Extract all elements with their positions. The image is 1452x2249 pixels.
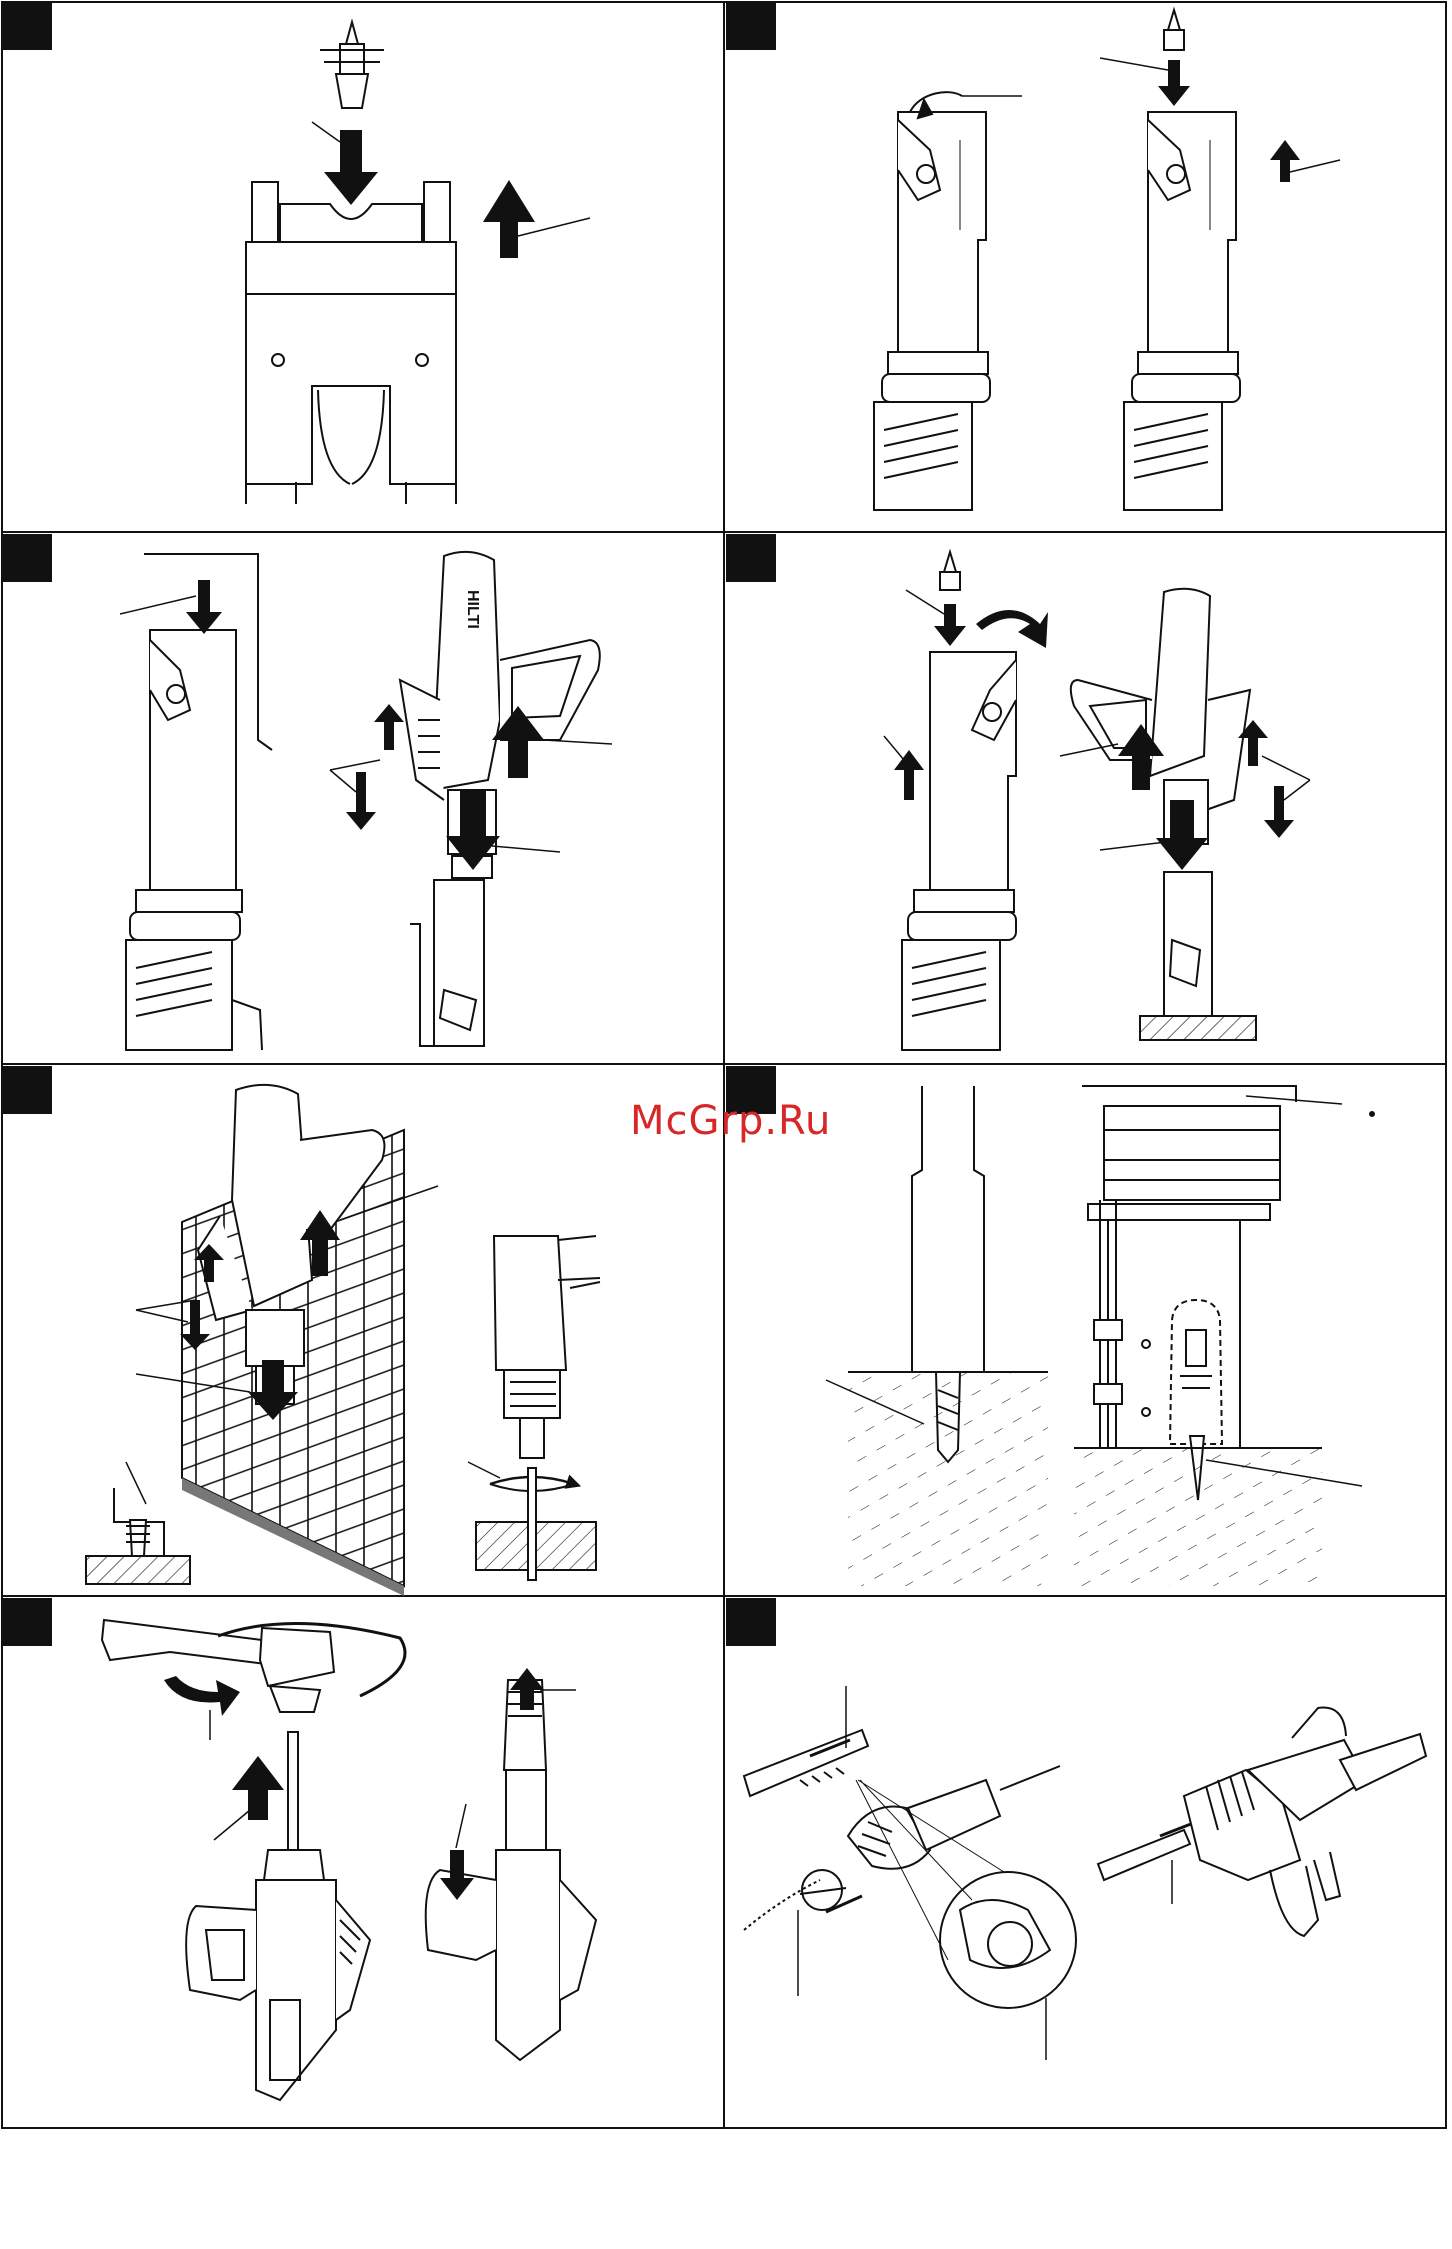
screw-driver-tool: HILTI	[330, 552, 612, 1046]
rotate-arrow-icon-7	[164, 1676, 240, 1716]
tool-panel-4	[1060, 589, 1310, 1040]
panel-3-badge	[2, 534, 52, 582]
tool-bottom-7	[186, 1850, 370, 2100]
magazine-panel-4	[884, 552, 1048, 1050]
tool-side-5	[468, 1236, 600, 1580]
panel-8	[744, 1686, 1426, 2060]
cleaning-kit	[744, 1686, 1076, 2060]
up-arrow-icon-2	[1270, 140, 1300, 182]
panel-8-badge	[726, 1598, 776, 1646]
panel-5	[86, 1085, 600, 1596]
panel-5-badge	[2, 1066, 52, 1114]
panel-1-badge	[2, 2, 52, 50]
release-arrow-icon	[483, 180, 535, 258]
insert-arrow-icon-2	[1158, 60, 1190, 106]
double-arrow-icon-3	[346, 704, 404, 830]
panel-4-badge	[726, 534, 776, 582]
double-arrow-icon-4	[1238, 720, 1294, 838]
panel-3: HILTI	[120, 552, 612, 1050]
magazine-with-strip	[120, 554, 272, 1050]
panel-7-badge	[2, 1598, 52, 1646]
up-arrow-icon-4	[894, 750, 924, 800]
handle-rotate	[102, 1620, 405, 1850]
double-arrow-icon-8b	[826, 1896, 862, 1912]
anchor-screw-icon	[320, 22, 384, 108]
rotate-arrow-icon	[918, 100, 932, 118]
magazine-left	[874, 92, 1022, 510]
tool-logo: HILTI	[464, 590, 481, 629]
drill-section	[826, 1086, 1048, 1586]
panel-4	[884, 552, 1310, 1050]
setting-section	[1074, 1086, 1374, 1586]
panel-7	[102, 1620, 596, 2100]
magazine-right	[1100, 10, 1340, 510]
panel-2	[874, 10, 1340, 510]
anchor-detail-5	[86, 1462, 190, 1584]
up-arrow-icon-7	[232, 1756, 284, 1820]
tool-right-8	[1098, 1708, 1426, 1936]
insert-arrow-icon	[324, 130, 378, 205]
rotate-arrow-icon-4	[976, 610, 1048, 648]
press-arrow-icon	[186, 580, 222, 634]
watermark: McGrp.Ru	[630, 1098, 831, 1144]
panel-2-badge	[726, 2, 776, 50]
panel-1	[246, 22, 590, 504]
panel-6	[826, 1086, 1374, 1586]
anchor-screw-icon-2	[1164, 10, 1184, 50]
tool-right-7	[426, 1668, 596, 2060]
anchor-screw-icon-4	[940, 552, 960, 590]
